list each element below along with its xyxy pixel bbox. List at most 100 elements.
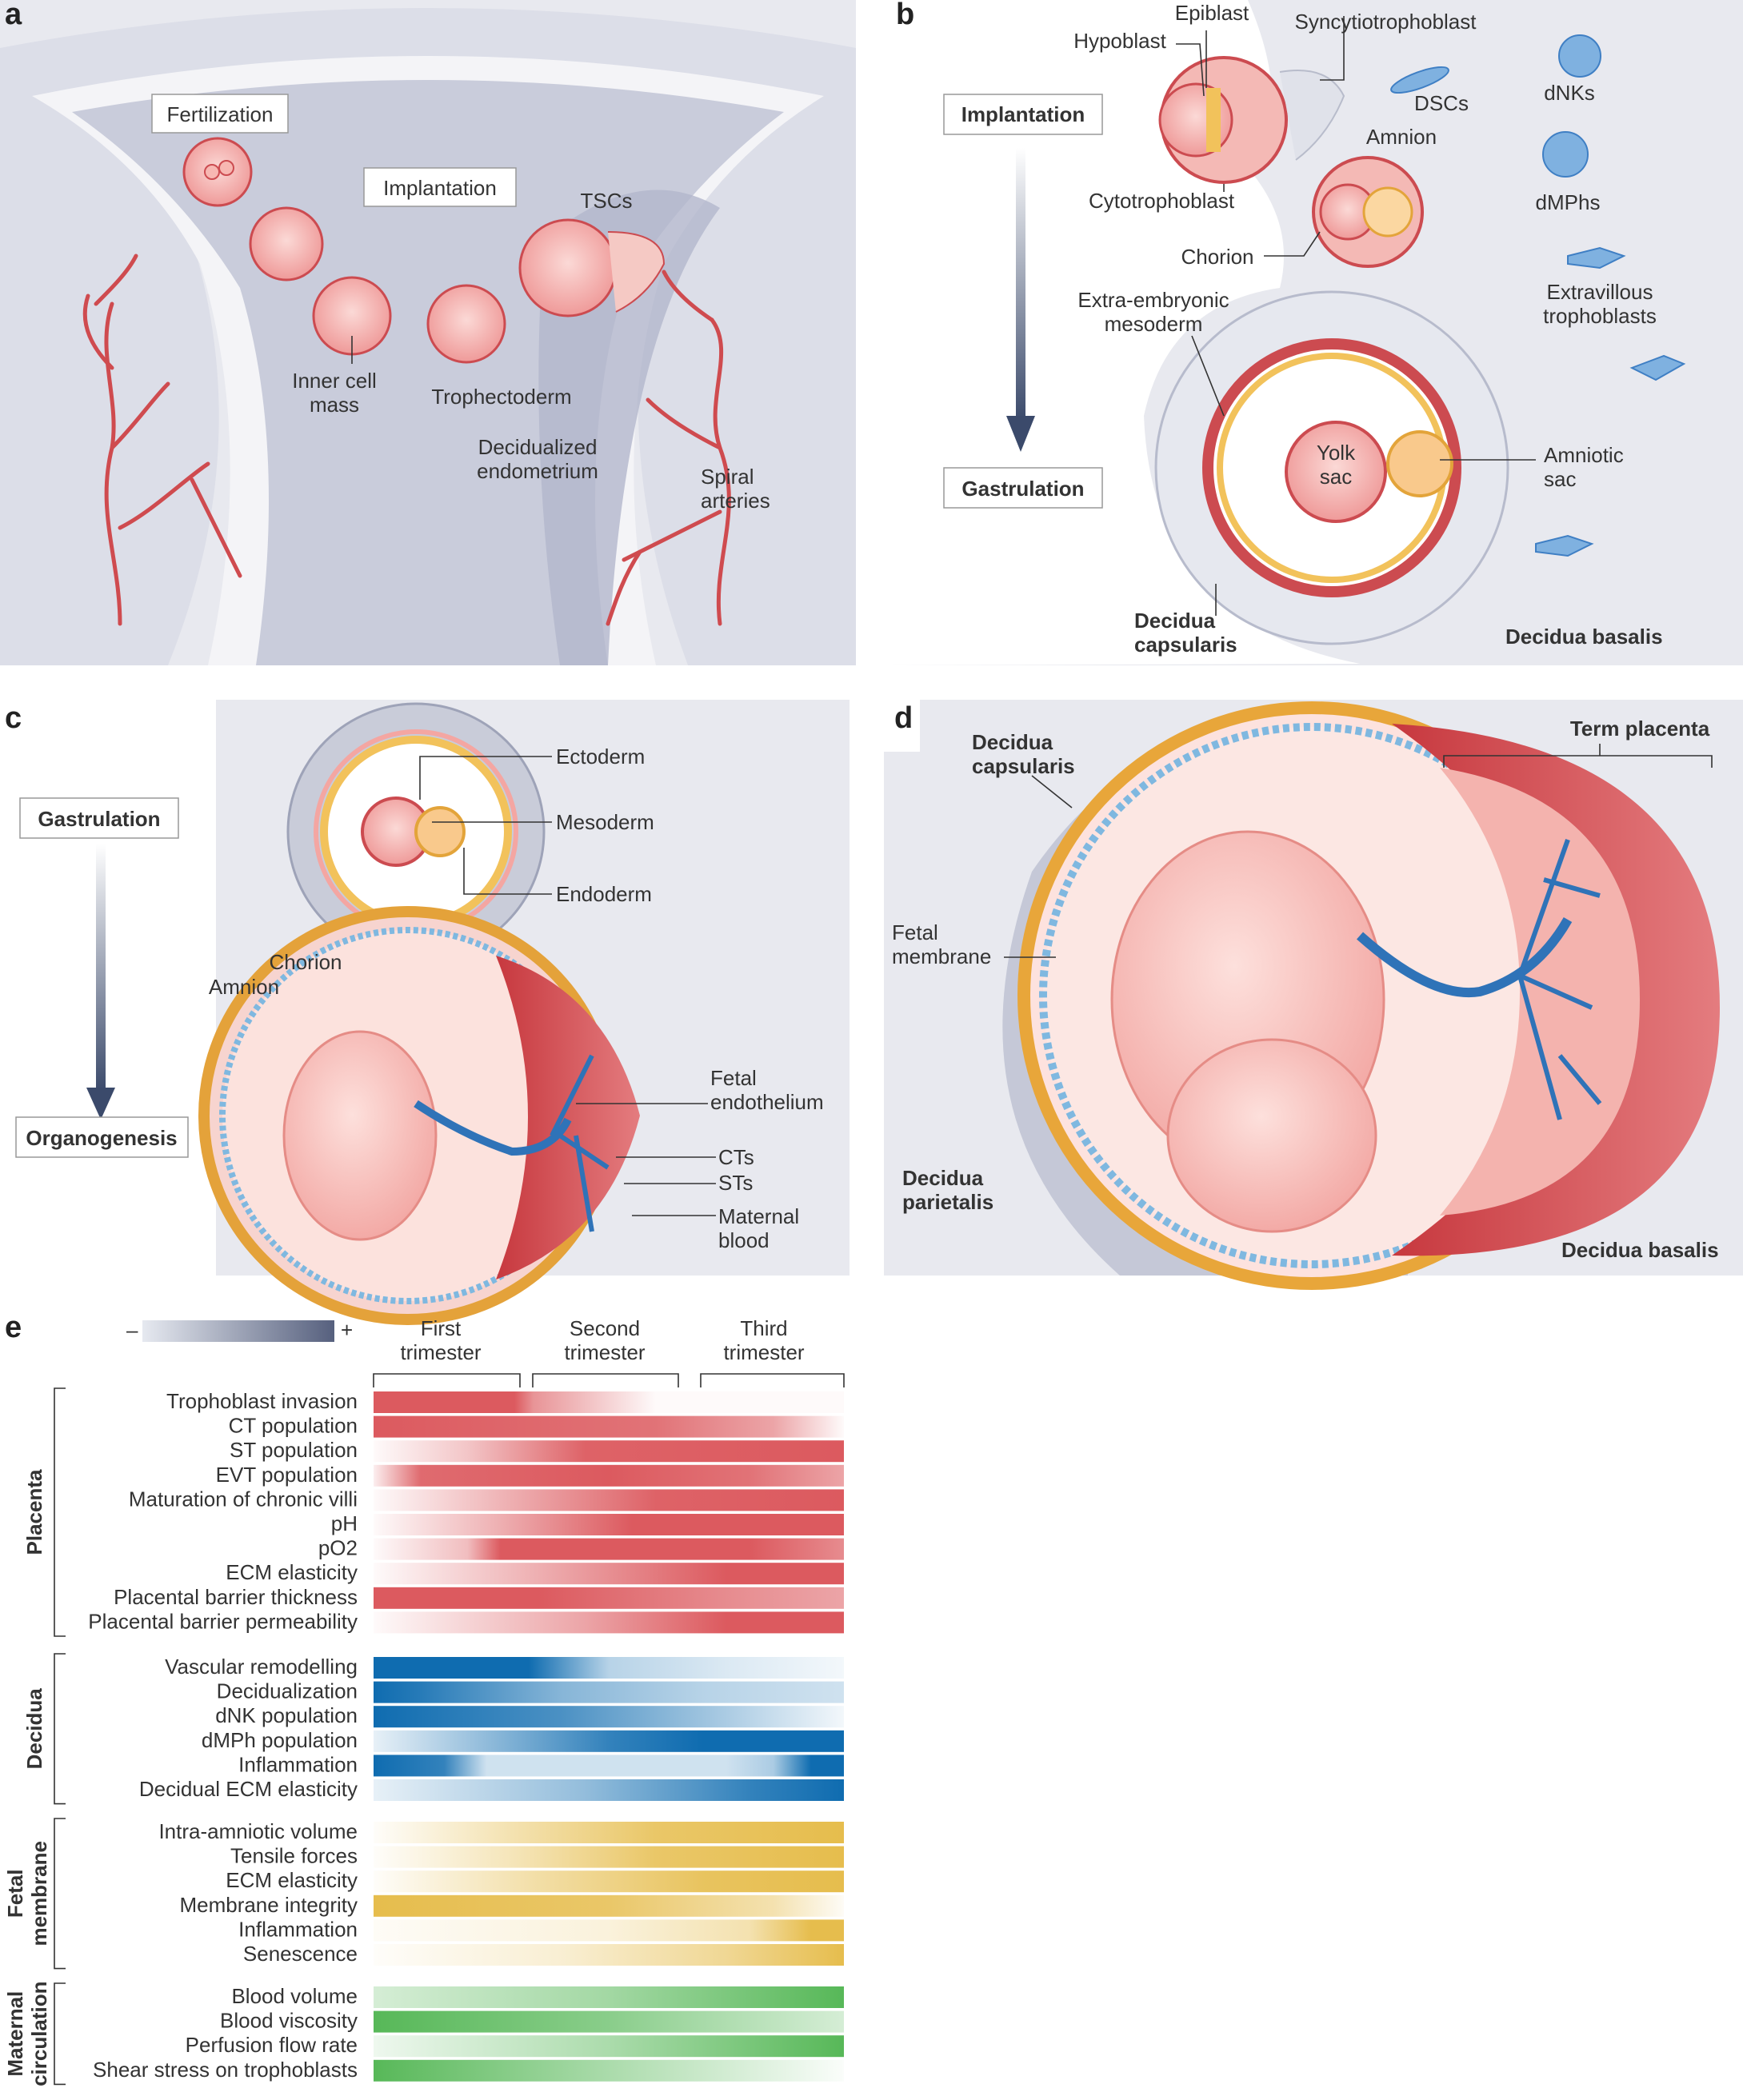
- gastrulation-label-b: Gastrulation: [961, 477, 1084, 501]
- endoderm-label: Endoderm: [556, 882, 652, 906]
- epiblast-label: Epiblast: [1175, 1, 1249, 25]
- group-label-fetal-membrane: Fetalmembrane: [3, 1841, 51, 1946]
- trimester-bracket-2: [532, 1373, 679, 1387]
- row-label-shear-stress-on-trophoblasts: Shear stress on trophoblasts: [93, 2058, 358, 2082]
- heat-bar-ecm-elasticity: [374, 1870, 844, 1893]
- row-label-ct-population: CT population: [229, 1414, 358, 1438]
- heat-bar-evt-population: [374, 1464, 844, 1487]
- group-bracket-fetal-membrane: [54, 1818, 66, 1970]
- cts-label: CTs: [718, 1145, 754, 1169]
- panel-e-letter: e: [5, 1311, 22, 1344]
- sts-label: STs: [718, 1171, 753, 1195]
- dscs-label: DSCs: [1414, 91, 1469, 115]
- heat-bar-maturation-of-chronic-villi: [374, 1489, 844, 1511]
- trophectoderm-label: Trophectoderm: [431, 385, 571, 409]
- early-placenta: [496, 956, 640, 1280]
- evt-cell-icon: [1567, 246, 1626, 269]
- panel-d-letter: d: [894, 701, 913, 735]
- cytotrophoblast-label: Cytotrophoblast: [1089, 189, 1235, 213]
- row-label-inflammation: Inflammation: [238, 1752, 358, 1776]
- epiblast-disc: [1206, 88, 1221, 152]
- trimester-bracket-3: [700, 1373, 845, 1387]
- heat-bar-trophoblast-invasion: [374, 1391, 844, 1413]
- dsc-cell-icon: [1390, 66, 1449, 94]
- term-placenta-label: Term placenta: [1570, 717, 1710, 741]
- organogenesis-label: Organogenesis: [26, 1126, 177, 1150]
- group-bracket-decidua: [54, 1653, 66, 1805]
- syncytiotrophoblast-label: Syncytiotrophoblast: [1295, 10, 1477, 34]
- embryo-stages: [182, 137, 666, 364]
- intensity-scale-bar: [142, 1320, 334, 1342]
- heat-bar-vascular-remodelling: [374, 1657, 844, 1679]
- heat-bar-ct-population: [374, 1415, 844, 1438]
- umbilical-vessels: [414, 1100, 572, 1156]
- heat-bar-shear-stress-on-trophoblasts: [374, 2059, 844, 2082]
- row-label-inflammation: Inflammation: [238, 1917, 358, 1941]
- dnks-label: dNKs: [1544, 81, 1595, 105]
- row-label-evt-population: EVT population: [216, 1463, 358, 1487]
- row-label-decidual-ecm-elasticity: Decidual ECM elasticity: [139, 1777, 358, 1801]
- group-label-maternal-circulation: Maternalcirculation: [3, 1981, 51, 2086]
- heat-bar-placental-barrier-permeability: [374, 1611, 844, 1634]
- decidua-basalis-label-b: Decidua basalis: [1505, 625, 1663, 649]
- row-label-decidualization: Decidualization: [217, 1679, 358, 1703]
- yolk-sac: [1285, 421, 1387, 523]
- row-label-placental-barrier-permeability: Placental barrier permeability: [88, 1609, 358, 1633]
- heat-bar-blood-volume: [374, 1986, 844, 2008]
- tscs-label: TSCs: [581, 189, 633, 213]
- row-label-trophoblast-invasion: Trophoblast invasion: [166, 1389, 358, 1413]
- decidua-basalis-label-d: Decidua basalis: [1561, 1238, 1719, 1262]
- row-label-dmph-population: dMPh population: [202, 1728, 358, 1752]
- heat-bar-placental-barrier-thickness: [374, 1587, 844, 1609]
- blastocyst: [426, 284, 506, 364]
- umbilical-cord: [1357, 917, 1573, 998]
- group-bracket-maternal-circulation: [54, 1982, 66, 2086]
- fetus-head: [1166, 1038, 1377, 1233]
- row-label-ecm-elasticity: ECM elasticity: [226, 1868, 358, 1892]
- dnk-cell-icon: [1558, 34, 1601, 78]
- heat-bar-po2: [374, 1538, 844, 1560]
- decidual-immune-cells: [1390, 34, 1686, 557]
- gastrulation-to-organogenesis-arrow: [96, 844, 106, 1092]
- hypoblast-label: Hypoblast: [1073, 29, 1166, 53]
- panel-a: a Fertilization Implantation TSCs Inner …: [0, 0, 856, 665]
- amniotic-sac: [1386, 430, 1453, 497]
- row-label-po2: pO2: [318, 1536, 358, 1560]
- heat-bar-membrane-integrity: [374, 1894, 844, 1917]
- ectoderm-label: Ectoderm: [556, 745, 645, 769]
- dmph-cell-icon: [1542, 131, 1589, 178]
- heat-bar-inflammation: [374, 1919, 844, 1942]
- panel-b: b Implantation Gastrulation Epiblast Hyp…: [888, 0, 1743, 665]
- row-label-placental-barrier-thickness: Placental barrier thickness: [114, 1585, 358, 1609]
- row-label-senescence: Senescence: [243, 1942, 358, 1966]
- amnion-label-c: Amnion: [209, 975, 279, 999]
- morula: [249, 206, 324, 281]
- panel-a-letter: a: [5, 0, 22, 31]
- heat-bar-blood-viscosity: [374, 2010, 844, 2033]
- term-placenta: [1392, 724, 1720, 1256]
- tscs-cluster: [607, 231, 666, 313]
- heat-bar-dmph-population: [374, 1730, 844, 1752]
- heat-bar-intra-amniotic-volume: [374, 1822, 844, 1843]
- heat-bar-ph: [374, 1514, 844, 1535]
- row-label-ecm-elasticity: ECM elasticity: [226, 1560, 358, 1584]
- mesoderm-label: Mesoderm: [556, 810, 654, 834]
- trimester-bracket-1: [373, 1373, 521, 1387]
- row-label-maturation-of-chronic-villi: Maturation of chronic villi: [129, 1487, 358, 1511]
- heat-bar-perfusion-flow-rate: [374, 2035, 844, 2058]
